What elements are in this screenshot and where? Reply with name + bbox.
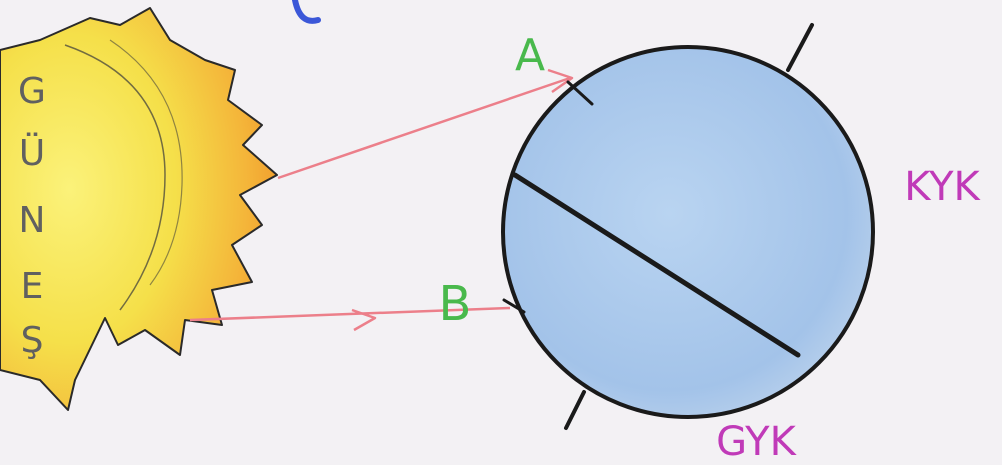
partial-stroke [295,0,318,21]
north-hemisphere-label: KYK [904,164,981,210]
sun-letter: N [19,200,46,241]
sun-letter: Ş [21,320,44,361]
south-hemisphere-label: GYK [716,419,797,465]
sun-letter: E [21,266,44,307]
point-b-label: B [439,276,472,332]
sun-letter: Ü [19,132,45,174]
point-a-label: A [515,30,545,81]
sun-letter: G [18,71,46,112]
axis-south [566,392,584,428]
axis-north [788,25,812,70]
earth [503,47,873,417]
